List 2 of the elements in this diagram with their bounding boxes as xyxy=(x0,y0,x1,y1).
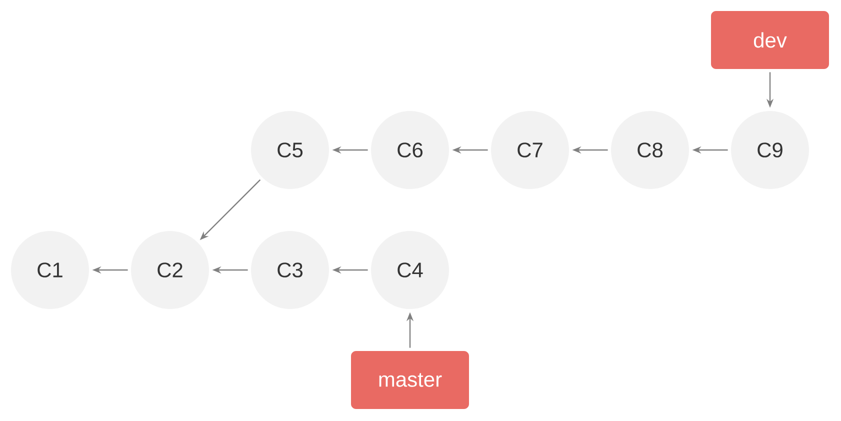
branch-label: dev xyxy=(711,11,829,69)
branch-label: master xyxy=(351,351,469,409)
